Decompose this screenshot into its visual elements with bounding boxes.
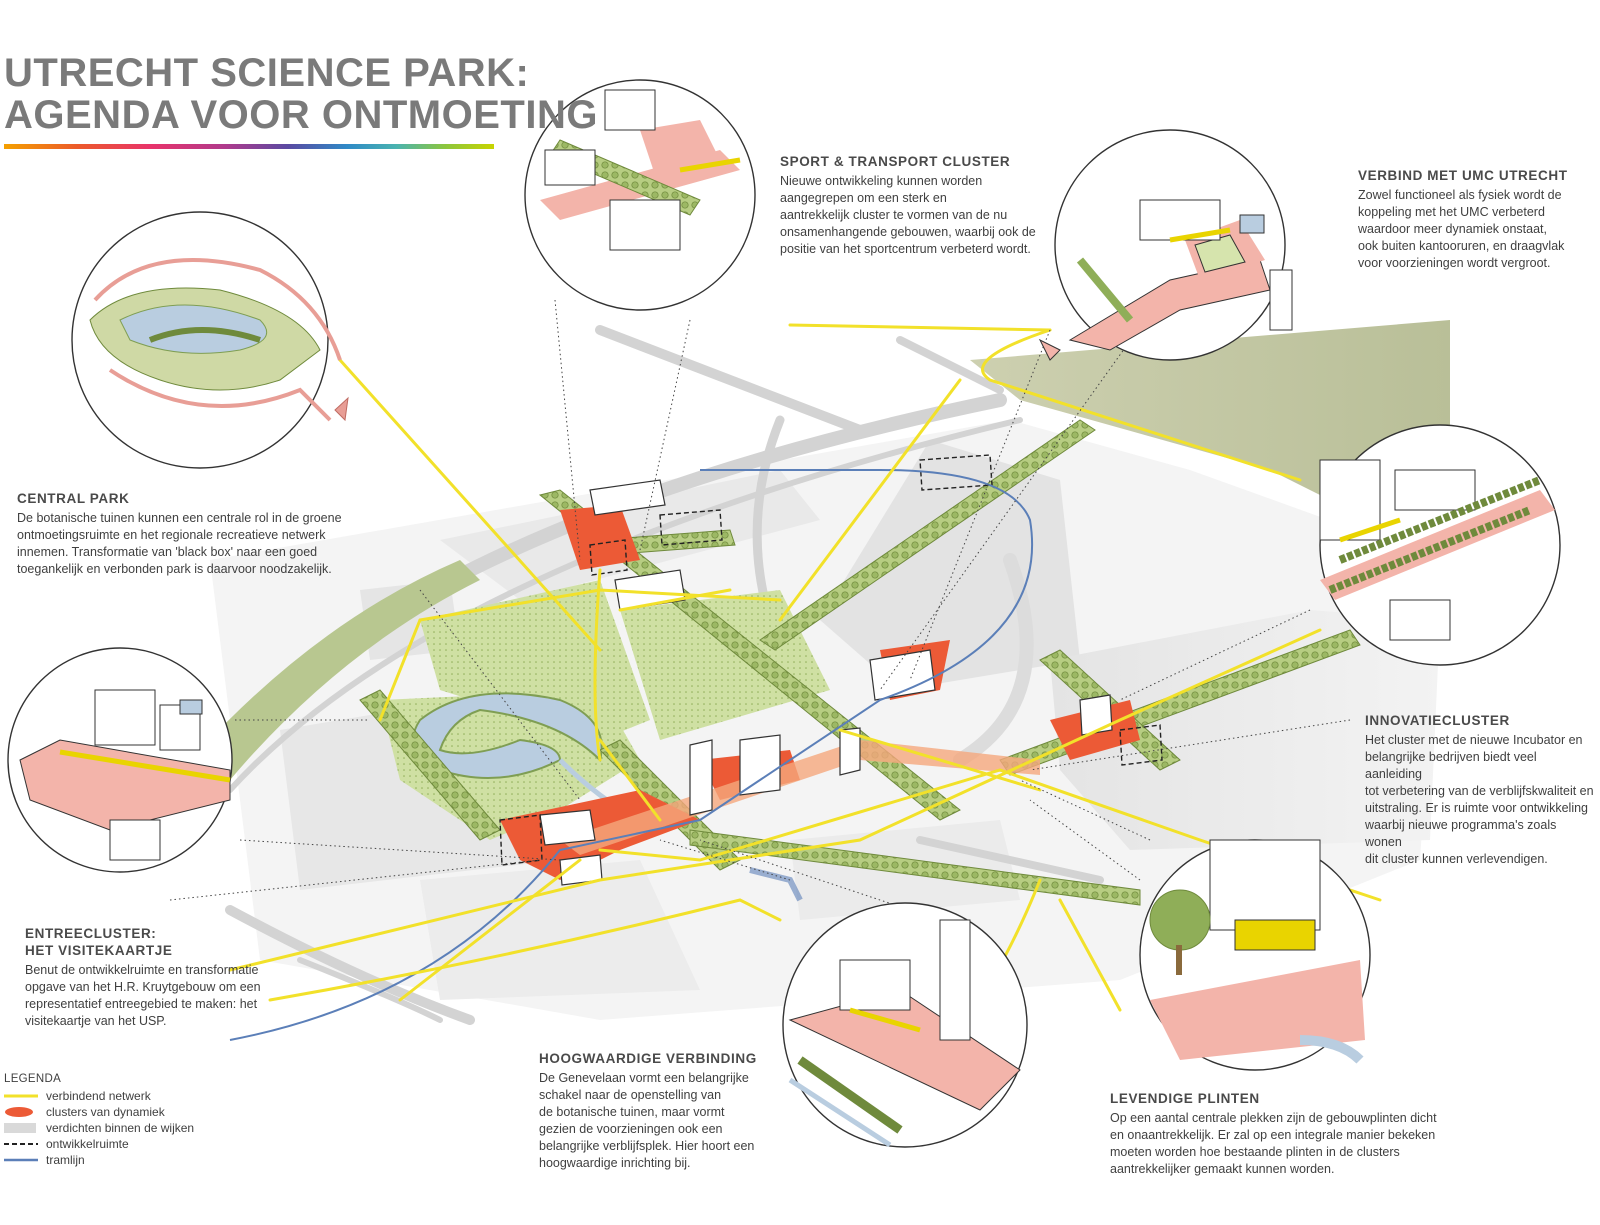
annotation-line: hoogwaardige inrichting bij. — [539, 1156, 691, 1170]
legend-label: verbindend netwerk — [46, 1089, 151, 1103]
orange-connection — [560, 740, 1040, 855]
title-line-2: AGENDA VOOR ONTMOETING — [4, 93, 598, 137]
annotation-line: innemen. Transformatie van 'black box' n… — [17, 545, 318, 559]
annotation-line: visitekaartje van het USP. — [25, 1014, 167, 1028]
legend-label: clusters van dynamiek — [46, 1105, 165, 1119]
annotation-line: voor voorzieningen wordt vergroot. — [1358, 256, 1551, 270]
legend-swatch-tram — [4, 1157, 38, 1163]
annotation-hoogwaardig: HOOGWAARDIGE VERBINDING De Genevelaan vo… — [539, 1050, 779, 1172]
legend-swatch-dashed — [4, 1141, 38, 1147]
annotation-line: Benut de ontwikkelruimte en transformati… — [25, 963, 259, 977]
annotation-line: representatief entreegebied te maken: he… — [25, 997, 258, 1011]
annotation-line: aantrekkelijk cluster te vormen van de n… — [780, 208, 1008, 222]
legend: LEGENDA verbindend netwerk clusters van … — [4, 1073, 194, 1168]
annotation-line: toegankelijk en verbonden park is daarvo… — [17, 562, 332, 576]
annotation-line: schakel naar de openstelling van — [539, 1088, 722, 1102]
annotation-line: belangrijke bedrijven biedt veel aanleid… — [1365, 750, 1537, 781]
annotation-heading: SPORT & TRANSPORT CLUSTER — [780, 154, 1011, 169]
legend-title: LEGENDA — [4, 1073, 62, 1085]
detail-circle-central-park — [71, 211, 349, 469]
annotation-line: De botanische tuinen kunnen een centrale… — [17, 511, 342, 525]
legend-item-densify: verdichten binnen de wijken — [4, 1120, 194, 1136]
annotation-line: positie van het sportcentrum verbeterd w… — [780, 242, 1031, 256]
annotation-line: waardoor meer dynamiek onstaat, — [1358, 222, 1547, 236]
annotation-line: onsamenhangende gebouwen, waarbij ook de — [780, 225, 1036, 239]
annotation-heading: ENTREECLUSTER: — [25, 926, 157, 941]
annotation-sport-transport: SPORT & TRANSPORT CLUSTER Nieuwe ontwikk… — [780, 153, 1060, 258]
annotation-heading: CENTRAL PARK — [17, 491, 130, 506]
legend-label: tramlijn — [46, 1153, 85, 1167]
page-title: UTRECHT SCIENCE PARK: AGENDA VOOR ONTMOE… — [4, 52, 598, 136]
title-line-1: UTRECHT SCIENCE PARK: — [4, 51, 530, 95]
legend-item-development: ontwikkelruimte — [4, 1136, 194, 1152]
annotation-heading: HET VISITEKAARTJE — [25, 943, 173, 958]
detail-circle-entree — [7, 647, 233, 873]
annotation-umc: VERBIND MET UMC UTRECHT Zowel functionee… — [1358, 167, 1588, 272]
annotation-line: gezien de voorzieningen ook een — [539, 1122, 723, 1136]
legend-item-tram: tramlijn — [4, 1152, 194, 1168]
annotation-heading: HOOGWAARDIGE VERBINDING — [539, 1051, 757, 1066]
annotation-heading: VERBIND MET UMC UTRECHT — [1358, 168, 1568, 183]
title-rainbow-rule — [4, 144, 494, 149]
legend-label: verdichten binnen de wijken — [46, 1121, 195, 1135]
detail-circle-innovatie — [1319, 424, 1561, 666]
legend-swatch-line — [4, 1093, 38, 1099]
annotation-line: ontmoetingsruimte en het regionale recre… — [17, 528, 326, 542]
detail-circle-hoogwaardig — [782, 902, 1028, 1148]
detail-circle-umc — [1038, 129, 1293, 361]
annotation-line: Zowel functioneel als fysiek wordt de — [1358, 188, 1562, 202]
annotation-line: en onaantrekkelijk. Er zal op een integr… — [1110, 1128, 1436, 1142]
annotation-line: De Genevelaan vormt een belangrijke — [539, 1071, 749, 1085]
connecting-network — [228, 323, 1382, 1042]
annotation-line: koppeling met het UMC verbeterd — [1358, 205, 1545, 219]
annotation-line: de botanische tuinen, maar vormt — [539, 1105, 725, 1119]
annotation-central-park: CENTRAL PARK De botanische tuinen kunnen… — [17, 490, 357, 578]
annotation-line: aantrekkelijker gemaakt kunnen worden. — [1110, 1162, 1335, 1176]
callout-leaders — [169, 284, 1351, 911]
annotation-line: waarbij nieuwe programma's zoals wonen — [1365, 818, 1557, 849]
legend-label: ontwikkelruimte — [46, 1137, 129, 1151]
green-strip-west — [200, 560, 480, 780]
annotation-line: tot verbetering van de verblijfskwalitei… — [1365, 784, 1594, 798]
annotation-line: aangegrepen om een sterk en — [780, 191, 947, 205]
annotation-heading: LEVENDIGE PLINTEN — [1110, 1091, 1260, 1106]
annotation-entree: ENTREECLUSTER: HET VISITEKAARTJE Benut d… — [25, 925, 275, 1030]
legend-swatch-blob — [4, 1106, 38, 1118]
legend-item-clusters: clusters van dynamiek — [4, 1104, 194, 1120]
detail-circle-sport — [524, 79, 756, 311]
annotation-line: moeten worden hoe bestaande plinten in d… — [1110, 1145, 1400, 1159]
tram-line — [229, 469, 1034, 1041]
annotation-line: opgave van het H.R. Kruytgebouw om een — [25, 980, 261, 994]
annotation-line: Nieuwe ontwikkeling kunnen worden — [780, 174, 983, 188]
annotation-line: ook buiten kantooruren, en draagvlak — [1358, 239, 1565, 253]
annotation-innovatie: INNOVATIECLUSTER Het cluster met de nieu… — [1365, 712, 1595, 868]
annotation-line: belangrijke verblijfsplek. Hier hoort ee… — [539, 1139, 755, 1153]
annotation-plinten: LEVENDIGE PLINTEN Op een aantal centrale… — [1110, 1090, 1460, 1178]
annotation-line: Het cluster met de nieuwe Incubator en — [1365, 733, 1583, 747]
annotation-line: uitstraling. Er is ruimte voor ontwikkel… — [1365, 801, 1588, 815]
annotation-line: Op een aantal centrale plekken zijn de g… — [1110, 1111, 1437, 1125]
detail-circle-plinten — [1139, 839, 1371, 1071]
annotation-line: dit cluster kunnen verlevendigen. — [1365, 852, 1548, 866]
legend-item-network: verbindend netwerk — [4, 1088, 194, 1104]
legend-swatch-area — [4, 1122, 38, 1134]
annotation-heading: INNOVATIECLUSTER — [1365, 713, 1510, 728]
